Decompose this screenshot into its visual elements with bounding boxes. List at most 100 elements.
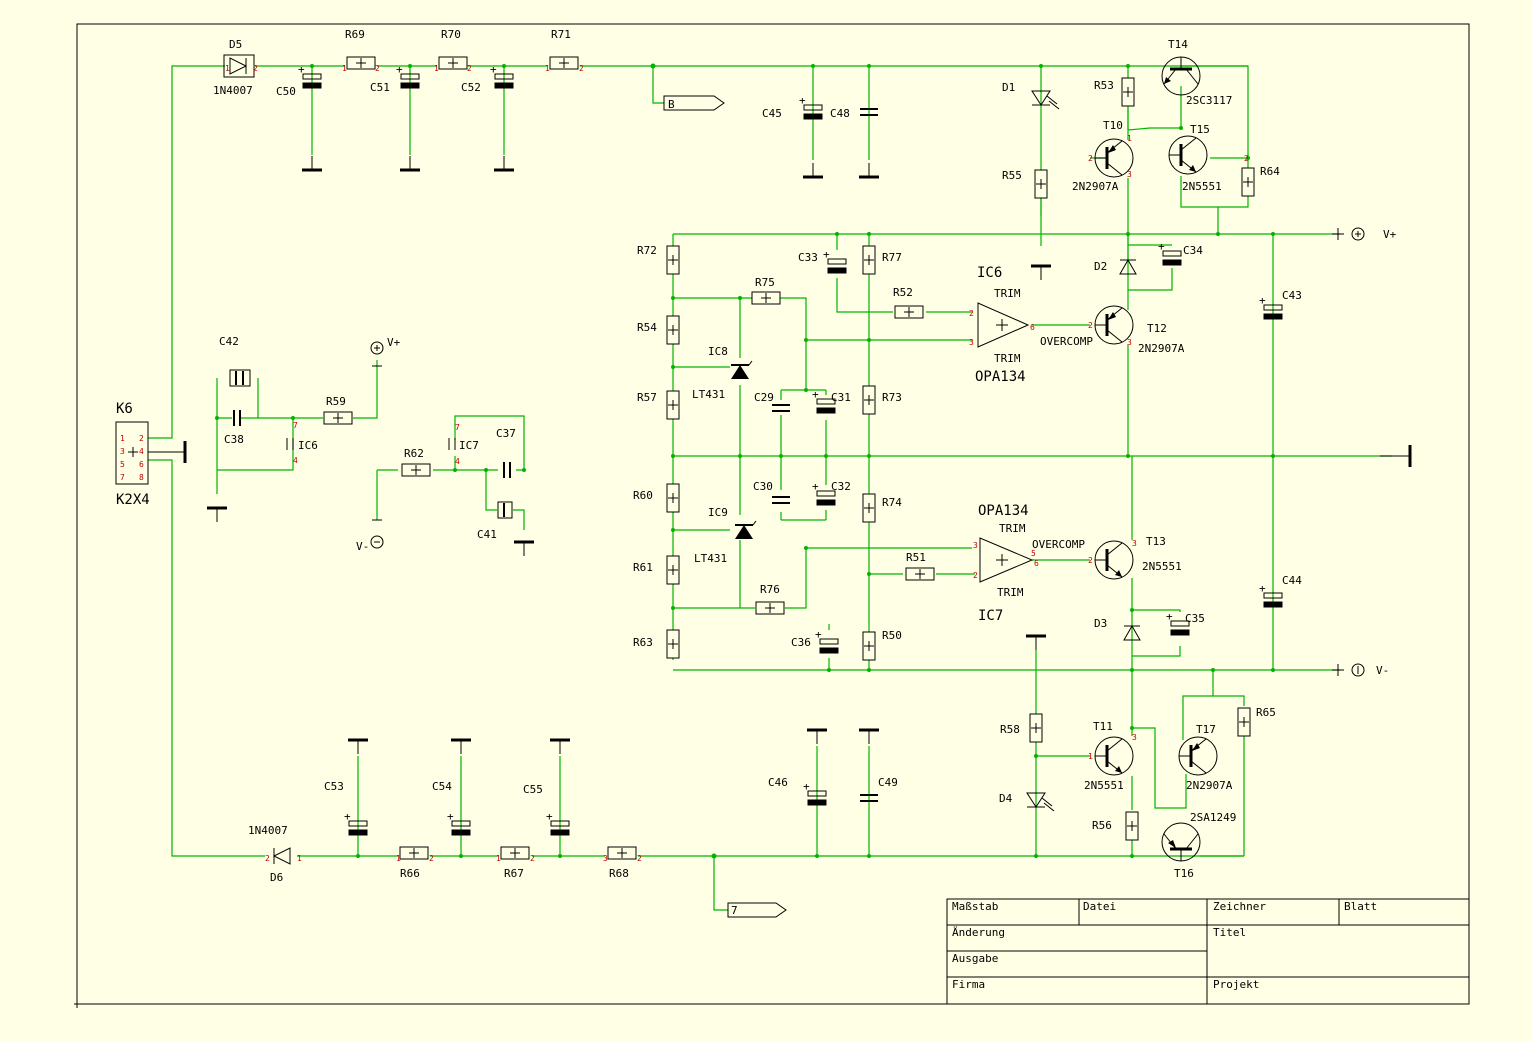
svg-text:2: 2 xyxy=(1088,556,1093,565)
label-ic9: IC9 xyxy=(708,506,728,519)
capacitor-c37 xyxy=(503,462,511,478)
label-d1: D1 xyxy=(1002,81,1015,94)
label-t17: T17 xyxy=(1196,723,1216,736)
svg-text:6: 6 xyxy=(1034,559,1039,568)
resistor-r53 xyxy=(1121,77,1135,107)
svg-text:3: 3 xyxy=(1127,170,1132,179)
capacitor-c50 xyxy=(297,62,322,89)
ground-icon xyxy=(805,728,829,746)
opamp-pin-labels: TRIM TRIM OVERCOMP TRIM TRIM OVERCOMP xyxy=(994,287,1093,599)
label-r51: R51 xyxy=(906,551,926,564)
vplus-terminal-icon xyxy=(1332,227,1365,241)
title-block: Maßstab Datei Zeichner Blatt Änderung Ti… xyxy=(946,898,1470,1005)
label-d6-value: 1N4007 xyxy=(248,824,288,837)
svg-text:2: 2 xyxy=(1088,154,1093,163)
label-vminus-right: V- xyxy=(1376,664,1389,677)
resistor-r75 xyxy=(751,291,781,305)
label-t12-value: 2N2907A xyxy=(1138,342,1185,355)
label-port-7: 7 xyxy=(731,904,738,917)
svg-text:6: 6 xyxy=(1030,323,1035,332)
label-c53: C53 xyxy=(324,780,344,793)
capacitor-c46 xyxy=(802,779,827,806)
vplus-terminal-icon xyxy=(370,341,384,367)
capacitor-c43 xyxy=(1258,293,1283,320)
transistor-t15 xyxy=(1167,134,1209,176)
label-r75: R75 xyxy=(755,276,775,289)
vminus-terminal-icon xyxy=(370,519,384,549)
label-r57: R57 xyxy=(637,391,657,404)
label-c33: C33 xyxy=(798,251,818,264)
label-r71: R71 xyxy=(551,28,571,41)
label-c51: C51 xyxy=(370,81,390,94)
ic6-power-pins xyxy=(286,438,294,450)
label-c48: C48 xyxy=(830,107,850,120)
reference-ic9 xyxy=(734,520,757,540)
label-r60: R60 xyxy=(633,489,653,502)
label-c43: C43 xyxy=(1282,289,1302,302)
label-ic6-overcomp: OVERCOMP xyxy=(1040,335,1093,348)
label-r63: R63 xyxy=(633,636,653,649)
svg-text:1: 1 xyxy=(434,64,439,73)
label-r64: R64 xyxy=(1260,165,1280,178)
transistor-t11 xyxy=(1093,735,1135,777)
label-t11-value: 2N5551 xyxy=(1084,779,1124,792)
capacitor-c36 xyxy=(814,627,839,654)
label-t10-value: 2N2907A xyxy=(1072,180,1119,193)
capacitor-c30 xyxy=(771,496,791,504)
label-ic7-value: OPA134 xyxy=(978,503,1029,519)
title-block-projekt: Projekt xyxy=(1213,978,1259,991)
resistor-r55 xyxy=(1034,169,1048,199)
label-t10: T10 xyxy=(1103,119,1123,132)
svg-text:1: 1 xyxy=(496,854,501,863)
label-k6: K6 xyxy=(116,401,133,417)
label-ic7-power: IC7 xyxy=(459,439,479,452)
svg-text:2: 2 xyxy=(467,64,472,73)
capacitor-c34 xyxy=(1157,239,1182,266)
svg-text:3: 3 xyxy=(603,854,608,863)
capacitor-c45 xyxy=(798,93,823,120)
label-c42: C42 xyxy=(219,335,239,348)
svg-text:2: 2 xyxy=(637,854,642,863)
label-r55: R55 xyxy=(1002,169,1022,182)
label-r62: R62 xyxy=(404,447,424,460)
svg-text:2: 2 xyxy=(969,309,974,318)
label-c37: C37 xyxy=(496,427,516,440)
label-r72: R72 xyxy=(637,244,657,257)
resistor-r71 xyxy=(549,56,579,70)
label-c54: C54 xyxy=(432,780,452,793)
label-ic7-overcomp: OVERCOMP xyxy=(1032,538,1085,551)
label-ic6-trim-top: TRIM xyxy=(994,287,1021,300)
svg-text:2: 2 xyxy=(579,64,584,73)
title-block-zeichner: Zeichner xyxy=(1213,900,1266,913)
label-c29: C29 xyxy=(754,391,774,404)
resistor-r72 xyxy=(666,245,680,275)
svg-text:2: 2 xyxy=(265,854,270,863)
label-ic7: IC7 xyxy=(978,608,1003,624)
resistor-r67 xyxy=(500,846,530,860)
label-t11: T11 xyxy=(1093,720,1113,733)
label-k6-value: K2X4 xyxy=(116,492,150,508)
label-r59: R59 xyxy=(326,395,346,408)
label-r56: R56 xyxy=(1092,819,1112,832)
resistor-r76 xyxy=(755,601,785,615)
vminus-terminal-icon xyxy=(1332,663,1365,677)
resistor-r54 xyxy=(666,315,680,345)
label-vplus-left: V+ xyxy=(387,336,401,349)
junctions xyxy=(215,63,1275,859)
resistor-r69 xyxy=(346,56,376,70)
label-r76: R76 xyxy=(760,583,780,596)
capacitor-c53 xyxy=(343,809,368,836)
label-c35: C35 xyxy=(1185,612,1205,625)
label-c46: C46 xyxy=(768,776,788,789)
led-d1 xyxy=(1031,90,1060,110)
svg-text:3: 3 xyxy=(969,338,974,347)
ground-icon xyxy=(492,154,516,172)
label-t15: T15 xyxy=(1190,123,1210,136)
svg-text:3: 3 xyxy=(120,447,125,456)
port-7 xyxy=(727,902,787,918)
resistor-r63 xyxy=(666,629,680,659)
svg-text:2: 2 xyxy=(530,854,535,863)
label-ic8: IC8 xyxy=(708,345,728,358)
capacitor-c38 xyxy=(233,410,241,426)
